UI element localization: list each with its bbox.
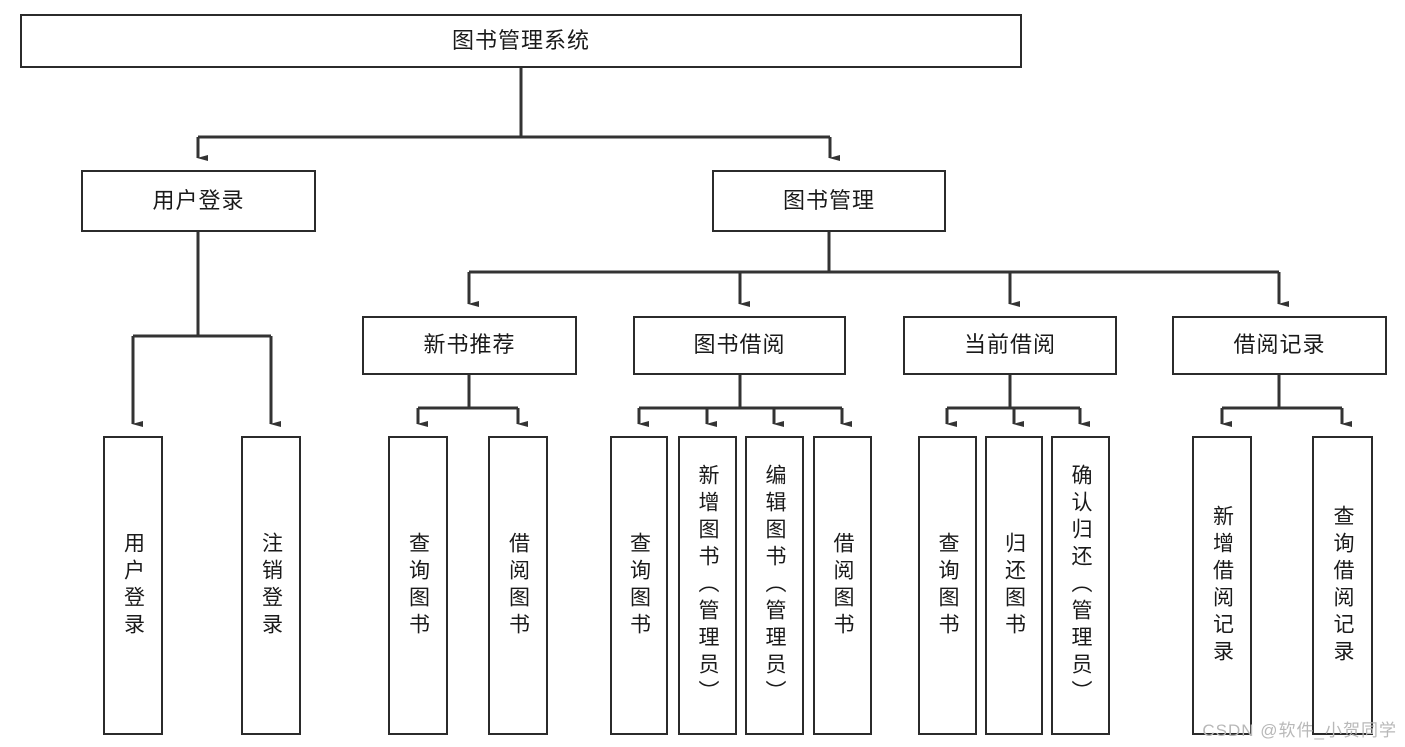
node-root-system[interactable]: 图书管理系统 [20,14,1022,68]
node-label: 查询图书 [627,531,651,640]
node-label: 用户登录 [152,187,245,213]
node-label: 确认归还（管理员） [1069,464,1092,707]
node-current-borrow[interactable]: 当前借阅 [903,316,1117,375]
node-label: 编辑图书（管理员） [763,464,786,707]
leaf-add-book-admin[interactable]: 新增图书（管理员） [678,436,737,735]
node-label: 注销登录 [259,531,283,640]
node-label: 借阅记录 [1233,332,1326,358]
leaf-query-book-recommend[interactable]: 查询图书 [388,436,448,735]
node-label: 查询借阅记录 [1331,504,1354,667]
leaf-query-book-current[interactable]: 查询图书 [918,436,977,735]
node-label: 新书推荐 [423,332,516,358]
node-label: 图书管理系统 [451,27,590,53]
leaf-return-book[interactable]: 归还图书 [985,436,1043,735]
node-new-book-recommend[interactable]: 新书推荐 [362,316,577,375]
leaf-borrow-book-recommend[interactable]: 借阅图书 [488,436,548,735]
node-label: 归还图书 [1002,531,1026,640]
node-label: 查询图书 [936,531,959,640]
leaf-add-borrow-record[interactable]: 新增借阅记录 [1192,436,1252,735]
leaf-query-borrow-record[interactable]: 查询借阅记录 [1312,436,1373,735]
node-label: 查询图书 [406,531,430,640]
node-label: 用户登录 [121,531,145,640]
leaf-user-logout[interactable]: 注销登录 [241,436,301,735]
node-label: 新增图书（管理员） [696,464,719,707]
node-borrow-record[interactable]: 借阅记录 [1172,316,1387,375]
csdn-watermark: CSDN @软件_小贺同学 [1202,721,1397,740]
node-label: 图书借阅 [693,332,786,358]
node-user-login[interactable]: 用户登录 [81,170,316,232]
leaf-confirm-return-admin[interactable]: 确认归还（管理员） [1051,436,1110,735]
leaf-query-book-borrow[interactable]: 查询图书 [610,436,668,735]
node-label: 新增借阅记录 [1210,504,1234,667]
leaf-edit-book-admin[interactable]: 编辑图书（管理员） [745,436,804,735]
node-label: 图书管理 [782,187,875,213]
node-label: 借阅图书 [831,531,854,640]
node-book-manage[interactable]: 图书管理 [712,170,946,232]
node-label: 借阅图书 [506,531,530,640]
node-label: 当前借阅 [963,332,1056,358]
leaf-user-login[interactable]: 用户登录 [103,436,163,735]
node-book-borrow[interactable]: 图书借阅 [633,316,846,375]
leaf-borrow-book[interactable]: 借阅图书 [813,436,872,735]
